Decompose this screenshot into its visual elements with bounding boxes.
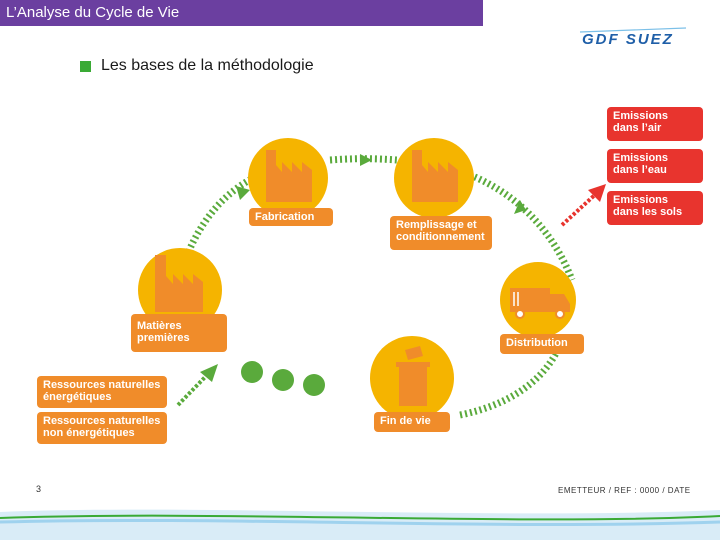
bin-icon: [396, 346, 430, 406]
title-bar: L’Analyse du Cycle de Vie: [0, 0, 483, 26]
resource-dots: [241, 361, 325, 396]
stage-label-raw-materials: Matières premières: [131, 314, 227, 352]
page-number: 3: [36, 484, 42, 494]
footer-reference: EMETTEUR / REF : 0000 / DATE: [558, 486, 691, 495]
factory-icon: [412, 150, 458, 202]
input-label-energy-resources: Ressources naturelles énergétiques: [37, 376, 167, 408]
cycle-arrowheads: [236, 154, 526, 214]
emission-label-water: Emissions dans l’eau: [607, 149, 703, 183]
emission-label-soil: Emissions dans les sols: [607, 191, 703, 225]
slide-subtitle: Les bases de la méthodologie: [101, 57, 314, 74]
factory-icon: [266, 150, 312, 202]
slide-title: L’Analyse du Cycle de Vie: [6, 4, 180, 21]
input-arrow: [176, 364, 218, 407]
emission-arrow: [560, 184, 606, 227]
stage-label-end-of-life: Fin de vie: [374, 412, 450, 432]
gdf-suez-logo: GDF SUEZ: [579, 27, 687, 48]
factory-icon: [155, 255, 203, 312]
stage-label-fabrication: Fabrication: [249, 208, 333, 226]
stage-label-distribution: Distribution: [500, 334, 584, 354]
truck-icon: [510, 288, 570, 319]
svg-text:GDF SUEZ: GDF SUEZ: [582, 31, 674, 48]
input-label-non-energy-resources: Ressources naturelles non énergétiques: [37, 412, 167, 444]
bullet-square: [80, 61, 91, 72]
stage-label-filling: Remplissage et conditionnement: [390, 216, 492, 250]
emission-label-air: Emissions dans l’air: [607, 107, 703, 141]
footer-wave: [0, 509, 720, 540]
